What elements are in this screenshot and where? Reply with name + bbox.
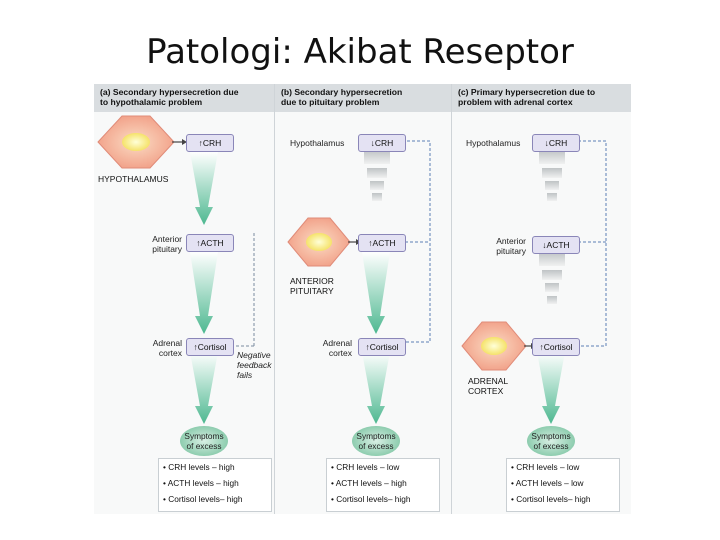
panel-c-grey-steps-2 [539,252,565,304]
panel-c-symptoms-oval [527,426,575,456]
panel-a-symptoms-oval [180,426,228,456]
panel-a-level-crh: • CRH levels – high [163,462,235,472]
panel-b-header-text: (b) Secondary hypersecretion due to pitu… [281,87,403,107]
panel-b-hypothalamus-label: Hypothalamus [290,138,345,148]
panel-b-arrow-3 [362,352,390,424]
panel-c-header-text: (c) Primary hypersecretion due to proble… [458,87,596,107]
panel-a-levels-box: • CRH levels – high • ACTH levels – high… [158,458,272,512]
panel-c-acth: ↓ACTH [532,236,580,254]
panel-b-grey-steps [364,150,390,201]
panel-a-header-text: (a) Secondary hypersecretion due to hypo… [100,87,239,107]
panel-b-crh: ↓CRH [358,134,406,152]
panel-a-level-acth: • ACTH levels – high [163,478,239,488]
panel-c-cortisol: ↑Cortisol [532,338,580,356]
panel-a-arrow-1 [190,152,218,225]
panel-a-acth: ↑ACTH [186,234,234,252]
panel-b-level-cortisol: • Cortisol levels– high [331,494,411,504]
panel-c-arrow-3 [537,352,565,424]
pituitary-gland-core [306,233,332,251]
panel-b-flow [287,136,431,456]
slide-title: Patologi: Akibat Reseptor [146,32,574,72]
panel-c-adrenal-label: ADRENAL CORTEX [468,376,509,396]
panel-a-hypothalamus-label: HYPOTHALAMUS [98,174,169,184]
panel-b-feedback-line [402,140,431,343]
panel-a-arrow-2 [190,252,218,334]
panel-a-adrenal-label: Adrenal cortex [152,338,182,358]
panel-b-level-acth: • ACTH levels – high [331,478,407,488]
hypersecretion-figure: (a) Secondary hypersecretion due to hypo… [94,84,631,514]
panel-c-feedback-line [578,140,607,347]
panel-c-levels-box: • CRH levels – low • ACTH levels – low •… [506,458,620,512]
panel-b-level-crh: • CRH levels – low [331,462,400,472]
panel-b-symptoms-oval [352,426,400,456]
panel-b-header: (b) Secondary hypersecretion due to pitu… [275,84,452,112]
panel-a-feedback-note: Negative feedback fails [237,350,272,380]
panel-c-flow [461,136,607,456]
panel-a-header: (a) Secondary hypersecretion due to hypo… [94,84,274,112]
panel-c-level-crh: • CRH levels – low [511,462,580,472]
panel-c-hypothalamus-label: Hypothalamus [466,138,521,148]
panel-c-symptoms: Symptoms of excess [531,431,571,451]
panel-c-grey-steps-1 [539,150,565,201]
panel-c-header: (c) Primary hypersecretion due to proble… [452,84,631,112]
panel-c-level-acth: • ACTH levels – low [511,478,584,488]
panel-b-cortisol: ↑Cortisol [358,338,406,356]
panel-a-crh: ↑CRH [186,134,234,152]
panel-b-levels-box: • CRH levels – low • ACTH levels – high … [326,458,440,512]
panel-a-flow [97,115,255,456]
panel-a-level-cortisol: • Cortisol levels– high [163,494,243,504]
panel-b-acth: ↑ACTH [358,234,406,252]
adrenal-gland-core [481,337,507,355]
panel-b-adrenal-label: Adrenal cortex [322,338,352,358]
hypothalamus-gland-core [122,133,150,151]
panel-b-pituitary-label: ANTERIOR PITUITARY [290,276,334,296]
panel-a-symptoms: Symptoms of excess [184,431,224,451]
diagram-graphics [97,115,607,456]
panel-b-arrow-2 [362,252,390,334]
panel-c-crh: ↓CRH [532,134,580,152]
panel-a-pituitary-label: Anterior pituitary [152,234,182,254]
panel-c-level-cortisol: • Cortisol levels– high [511,494,591,504]
panel-c-pituitary-label: Anterior pituitary [496,236,526,256]
panel-a-arrow-3 [190,352,218,424]
panel-b-symptoms: Symptoms of excess [356,431,396,451]
panel-a-cortisol: ↑Cortisol [186,338,234,356]
